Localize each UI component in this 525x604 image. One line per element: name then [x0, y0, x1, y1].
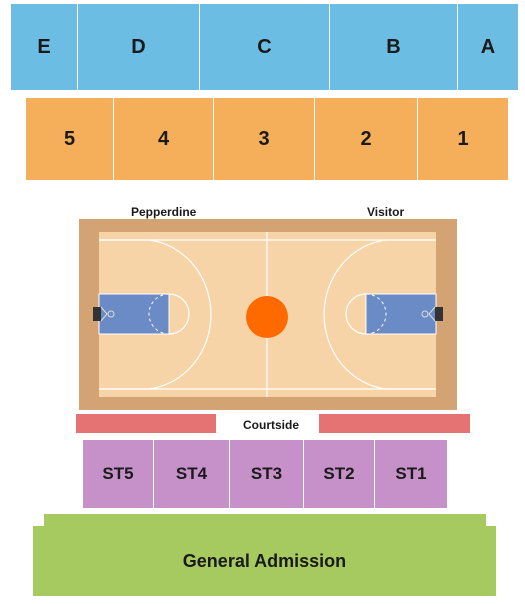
section-B[interactable]: B: [330, 4, 458, 90]
section-5[interactable]: 5: [26, 98, 114, 180]
courtside-left-bar[interactable]: [76, 414, 216, 433]
section-E[interactable]: E: [11, 4, 78, 90]
right-paint: [365, 293, 437, 335]
left-paint: [98, 293, 170, 335]
section-label: ST5: [102, 464, 134, 483]
section-A[interactable]: A: [458, 4, 518, 90]
section-ST3[interactable]: ST3: [230, 440, 304, 508]
section-label: ST4: [175, 464, 208, 483]
section-label: ST2: [323, 464, 355, 483]
section-label: A: [480, 35, 496, 58]
section-label: D: [131, 35, 146, 58]
section-label: 1: [457, 127, 469, 150]
left-hoop-icon: [93, 306, 115, 322]
section-label: B: [386, 35, 401, 58]
section-label: ST3: [250, 464, 283, 483]
section-C[interactable]: C: [200, 4, 330, 90]
section-ST4[interactable]: ST4: [154, 440, 230, 508]
home-bench-label: Pepperdine: [131, 205, 197, 219]
section-ST5[interactable]: ST5: [83, 440, 154, 508]
general-admission-top-strip: [44, 514, 486, 527]
section-label: E: [37, 35, 51, 58]
left-free-throw-circle: [168, 293, 190, 335]
section-2[interactable]: 2: [315, 98, 418, 180]
right-free-throw-circle: [345, 293, 367, 335]
right-hoop-icon: [421, 306, 443, 322]
section-label: 2: [360, 127, 372, 150]
section-1[interactable]: 1: [418, 98, 508, 180]
section-D[interactable]: D: [78, 4, 200, 90]
courtside-label: Courtside: [243, 418, 300, 432]
section-ST1[interactable]: ST1: [375, 440, 447, 508]
section-4[interactable]: 4: [114, 98, 214, 180]
section-label: 5: [63, 127, 76, 150]
section-label: 4: [157, 127, 170, 150]
visitor-bench-label: Visitor: [367, 205, 405, 219]
section-label: ST1: [395, 464, 427, 483]
basketball-court: [79, 219, 457, 410]
section-label: General Admission: [182, 550, 347, 571]
section-label: 3: [258, 127, 270, 150]
section-label: C: [257, 35, 272, 58]
general-admission-section[interactable]: General Admission: [33, 526, 496, 596]
center-circle-ball: [246, 296, 288, 338]
section-3[interactable]: 3: [214, 98, 315, 180]
courtside-right-bar[interactable]: [319, 414, 470, 433]
right-three-point-arc: [323, 239, 436, 390]
left-three-point-arc: [99, 239, 212, 390]
section-ST2[interactable]: ST2: [304, 440, 375, 508]
